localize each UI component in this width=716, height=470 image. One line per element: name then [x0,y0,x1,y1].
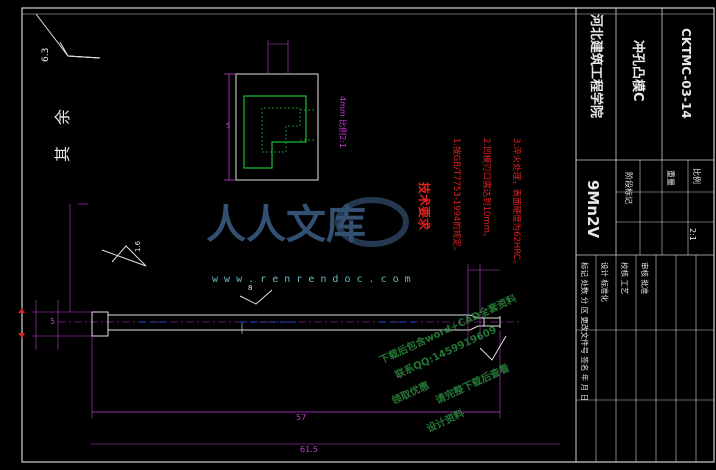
punch-main-view [58,311,520,337]
dim-height: 1.6 [134,240,142,252]
tech-title: 技术要求 [417,182,432,231]
tech-item-1: 1.按GB/T7753-1994的规定。 [451,138,462,255]
roughness-other-label2: 其 [53,146,72,162]
dimension-lines: 57 5 1.6 8 61.5 [18,203,560,454]
tb-row-3: 校核 工艺 [620,262,630,294]
detail-view: 5 4mm 比例2:1 [224,40,348,181]
tb-row-2: 设计 标准化 [600,262,610,302]
watermark-url: w w w . r e n r e n d o c . c o m [212,274,411,285]
roughness-other-label: 余 [53,109,72,125]
roughness-symbol: 6.3 [35,13,101,62]
school-name: 河北建筑工程学院 [588,14,604,118]
watermark-line5: 设计资料 [424,406,466,435]
part-name: 冲孔凸模C [630,40,646,102]
tech-item-3: 3.淬火处理，表面硬度为62HRC。 [511,138,522,268]
roughness-value: 6.3 [41,48,51,62]
tech-requirements: 技术要求 1.按GB/T7753-1994的规定。 2.凹模刃口需达到10mm。… [417,138,522,268]
detail-note: 4mm 比例2:1 [338,96,348,148]
drawing-border [21,7,715,463]
tb-row-1: 标记 处数 分 区 更改文件号 签名 年 月 日 [580,262,590,401]
dim-total: 61.5 [300,445,318,454]
detail-dim-s: 5 [226,122,230,130]
watermark-line4: 请完整下载后查看 [433,361,511,407]
tb-row-4: 审核 批准 [640,262,650,295]
drawing-number: CKTMC-03-14 [679,28,693,119]
stage-label: 阶段标记 [624,172,634,204]
title-block: 河北建筑工程学院 冲孔凸模C CKTMC-03-14 9Mn2V 阶段标记 重量… [575,7,715,463]
scale-value: 2:1 [688,228,697,241]
dim-overall-length: 57 [296,413,306,422]
watermark-line3: 领取优惠 [389,379,431,408]
tech-item-2: 2.凹模刃口需达到10mm。 [481,138,492,242]
weight-label: 重量 [666,170,676,186]
dim-seg: 8 [248,284,252,292]
dim-left-dia: 5 [50,317,55,326]
material: 9Mn2V [584,180,602,238]
scale-label: 比例 [692,168,702,184]
